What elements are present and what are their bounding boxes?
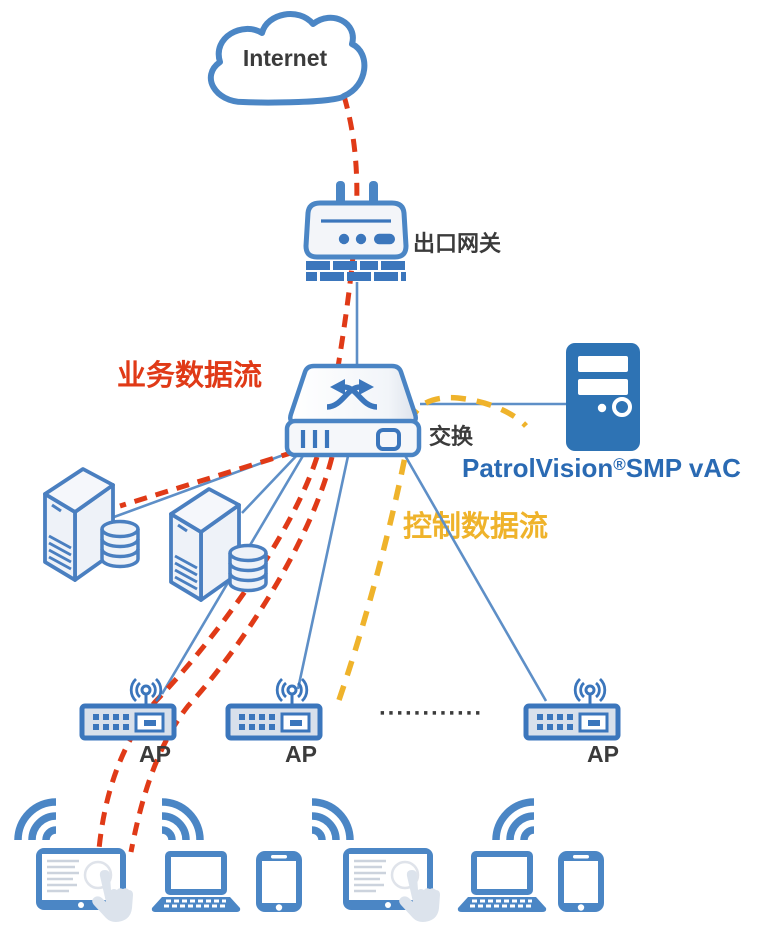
vac-server-label: PatrolVision®SMP vAC bbox=[462, 453, 741, 484]
database-2-icon bbox=[228, 543, 268, 593]
control-flow-label: 控制数据流 bbox=[403, 511, 549, 543]
internet-cloud-icon bbox=[207, 11, 368, 106]
link-switch-ap2 bbox=[296, 455, 350, 690]
registered-mark: ® bbox=[613, 455, 626, 474]
vac-brand: PatrolVision bbox=[462, 453, 614, 483]
ap-1-label: AP bbox=[139, 741, 171, 767]
ap-2-label: AP bbox=[285, 741, 317, 767]
link-switch-server2 bbox=[241, 451, 301, 514]
wifi-signal-icon-1 bbox=[18, 802, 56, 840]
client-laptop-1-icon bbox=[150, 849, 242, 914]
core-switch-icon bbox=[284, 363, 422, 458]
wifi-signal-icon-3 bbox=[312, 802, 350, 840]
ap-2-icon bbox=[228, 679, 320, 738]
business-flow-lines bbox=[96, 95, 360, 853]
more-aps-ellipsis: ∙∙∙∙∙∙∙∙∙∙∙∙ bbox=[379, 700, 484, 727]
ap-1-icon bbox=[82, 679, 174, 738]
flow-switch-server1 bbox=[119, 449, 295, 509]
client-tablet-2-icon bbox=[341, 846, 442, 924]
vac-model: SMP vAC bbox=[625, 453, 741, 483]
switch-label: 交换 bbox=[429, 424, 474, 449]
ap-3-label: AP bbox=[587, 741, 619, 767]
client-phone-2-icon bbox=[558, 851, 604, 912]
client-laptop-2-icon bbox=[456, 849, 548, 914]
database-1-icon bbox=[100, 519, 140, 569]
switch-crossover-icon bbox=[326, 384, 378, 410]
business-flow-label: 业务数据流 bbox=[117, 360, 263, 392]
client-tablet-1-icon bbox=[34, 846, 135, 924]
gateway-label: 出口网关 bbox=[413, 231, 502, 256]
firewall-bricks bbox=[306, 261, 406, 281]
link-switch-ap3 bbox=[401, 451, 548, 702]
vac-server-icon bbox=[566, 343, 640, 451]
client-phone-1-icon bbox=[256, 851, 302, 912]
flow-switch-ap1-tablet-a bbox=[96, 456, 320, 850]
flow-switch-ap1-tablet-b bbox=[128, 456, 335, 853]
wifi-signal-icon-4 bbox=[496, 802, 534, 840]
exit-gateway-icon bbox=[303, 181, 409, 281]
wifi-signal-icon-2 bbox=[162, 802, 200, 840]
internet-label: Internet bbox=[242, 45, 328, 71]
